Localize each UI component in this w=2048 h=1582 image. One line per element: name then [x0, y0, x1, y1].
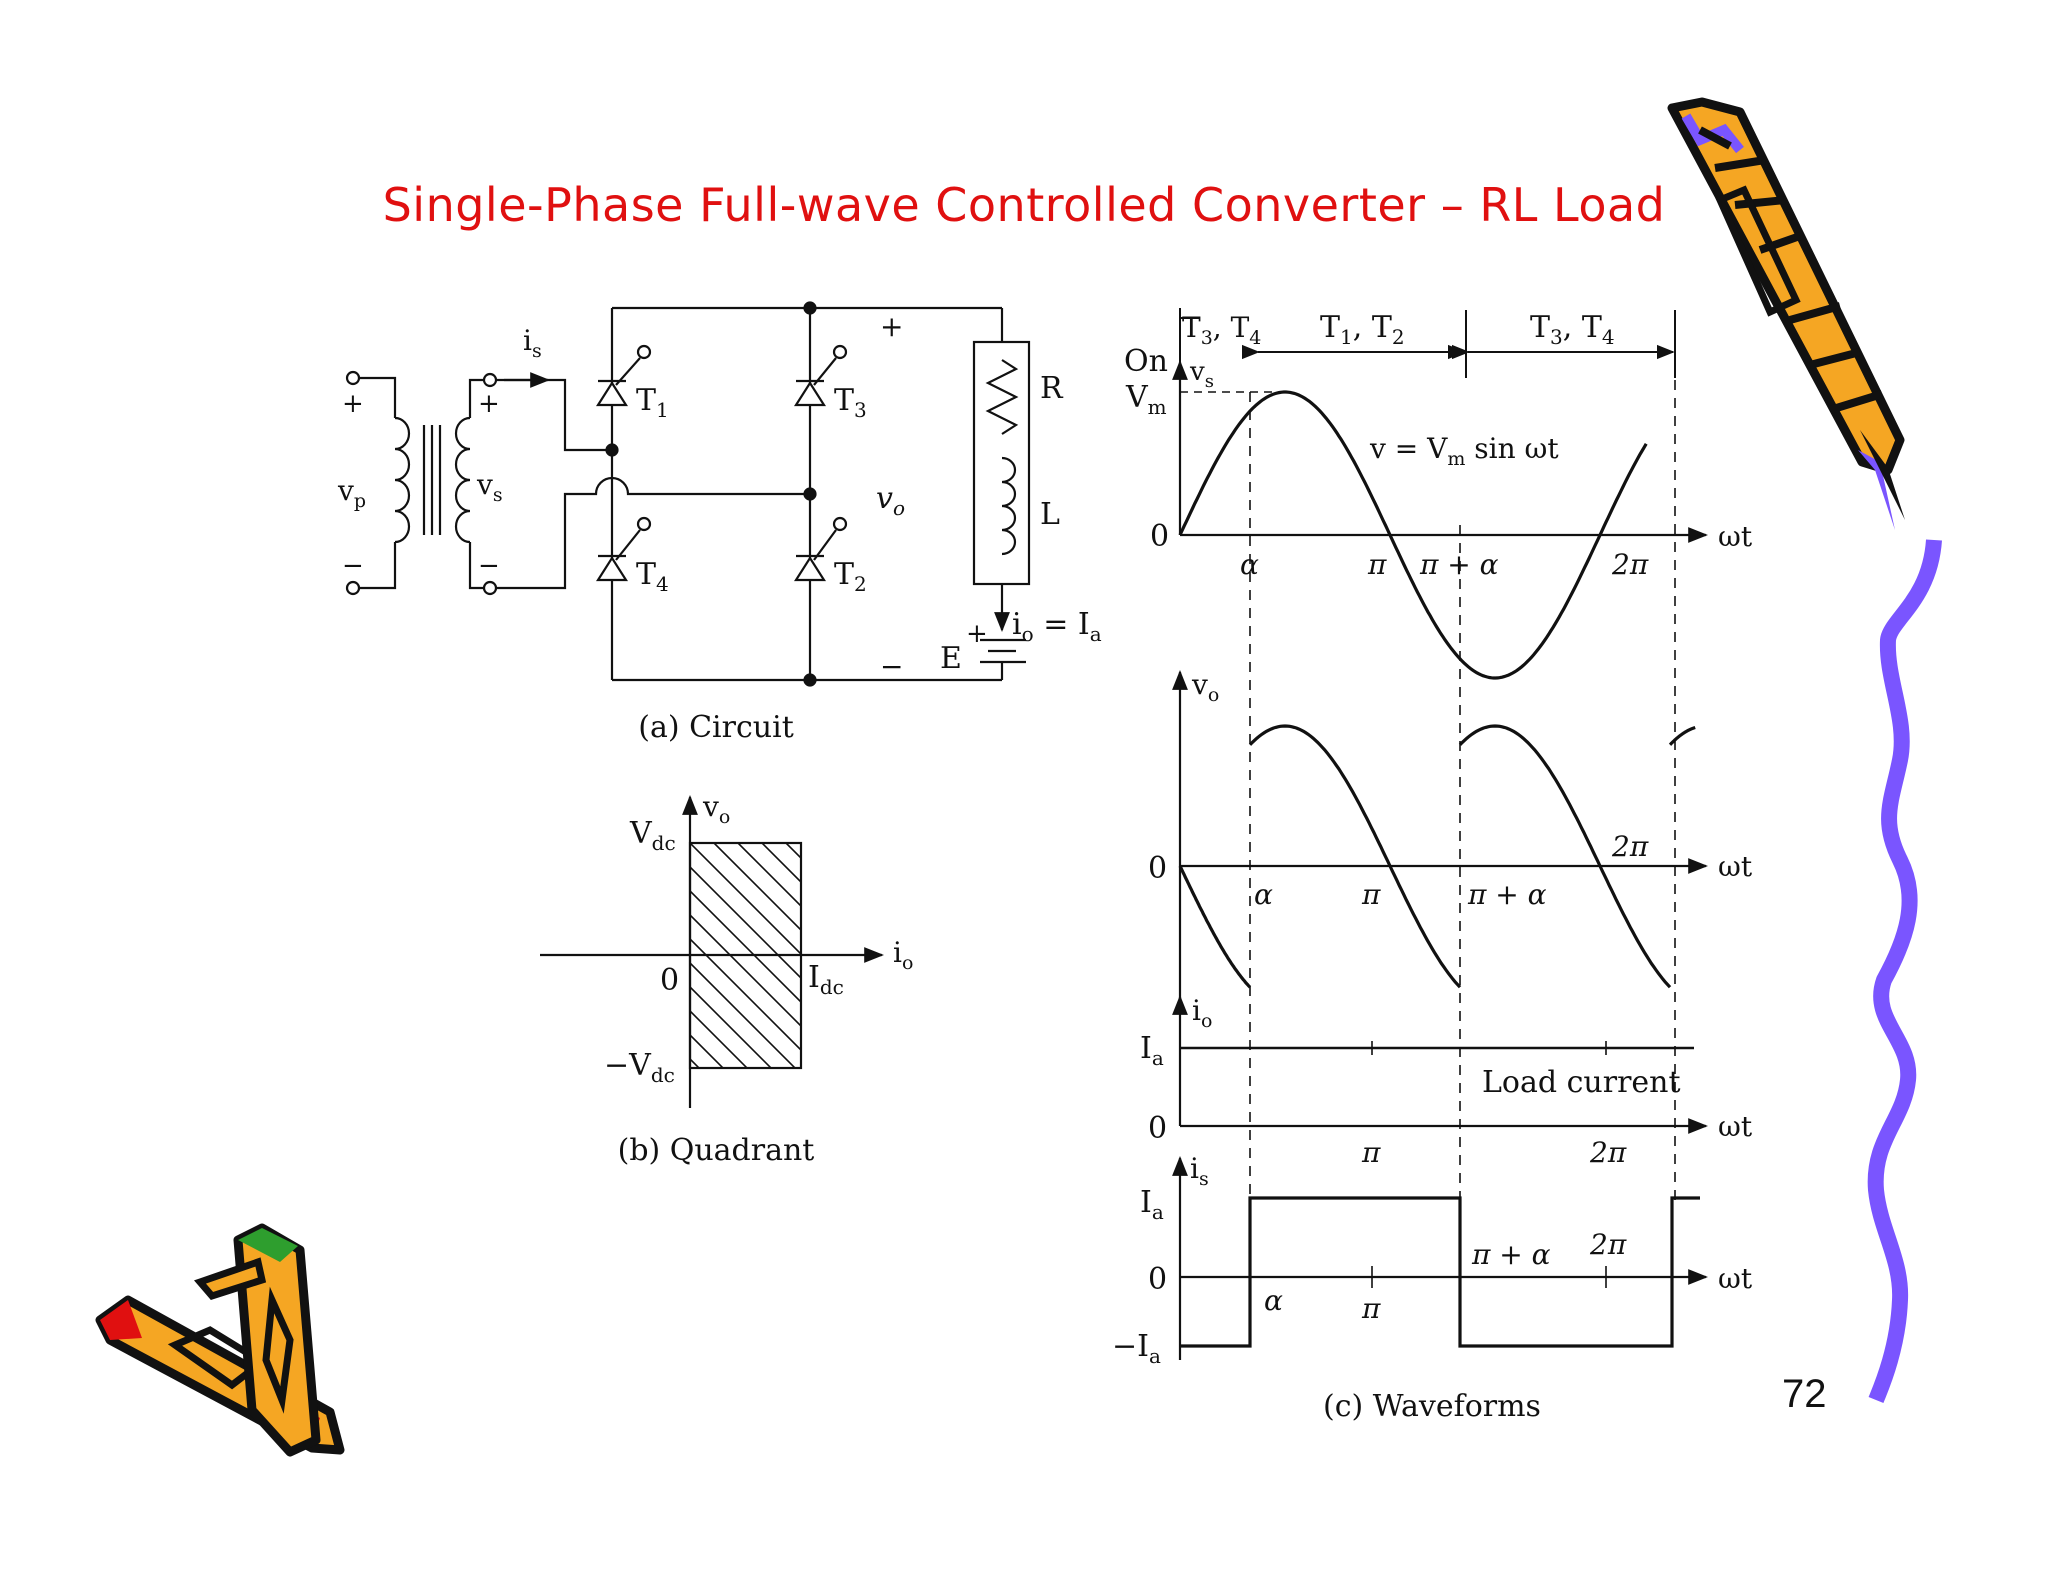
vo-output-curve [1178, 724, 1696, 989]
svg-text:L: L [1040, 497, 1060, 532]
svg-text:−Ia: −Ia [1112, 1329, 1161, 1368]
waveforms-caption: (c) Waveforms [1323, 1389, 1541, 1424]
svg-text:π: π [1361, 1292, 1381, 1325]
inductor-l [1001, 456, 1017, 556]
svg-text:+: + [342, 389, 364, 419]
slide-title: Single-Phase Full-wave Controlled Conver… [382, 178, 1666, 232]
svg-text:vs: vs [1189, 357, 1214, 392]
svg-text:R: R [1040, 371, 1064, 406]
load-current-note: Load current [1482, 1065, 1681, 1100]
svg-text:T3, T4: T3, T4 [1182, 311, 1261, 349]
svg-text:2π: 2π [1611, 830, 1649, 863]
thyristor-t3 [793, 344, 848, 407]
svg-text:α: α [1240, 548, 1259, 581]
svg-text:−: − [478, 551, 500, 581]
svg-text:π + α: π + α [1471, 1238, 1551, 1271]
svg-text:Ia: Ia [1140, 1031, 1164, 1070]
vs-sine-curve [1178, 390, 1648, 680]
waveforms-diagram: T3, T4 T1, T2 T3, T4 On vs Vm 0 v = Vm s… [1112, 308, 1753, 1424]
secondary-winding [454, 416, 471, 544]
svg-text:vo: vo [876, 481, 905, 520]
quadrant-caption: (b) Quadrant [618, 1133, 815, 1168]
svg-text:vo: vo [702, 790, 730, 828]
svg-text:io = Ia: io = Ia [1012, 607, 1102, 646]
svg-text:2π: 2π [1589, 1136, 1627, 1169]
svg-text:2π: 2π [1611, 548, 1649, 581]
svg-text:ωt: ωt [1718, 520, 1753, 553]
svg-text:π + α: π + α [1419, 548, 1499, 581]
circuit-diagram [345, 301, 1031, 687]
is-square-wave [1180, 1196, 1700, 1348]
svg-text:−: − [342, 551, 364, 581]
svg-text:0: 0 [1148, 1111, 1167, 1146]
quadrant-diagram: vo io Vdc −Vdc Idc 0 (b) Quadrant [540, 790, 913, 1168]
quadrant-hatch [690, 843, 801, 1068]
svg-text:π: π [1361, 878, 1381, 911]
svg-text:+: + [880, 310, 903, 343]
svg-text:Idc: Idc [808, 960, 844, 999]
svg-text:α: α [1264, 1284, 1283, 1317]
svg-text:0: 0 [1148, 851, 1167, 886]
svg-text:0: 0 [660, 963, 679, 998]
svg-text:+: + [966, 619, 988, 649]
thyristor-t2 [793, 516, 848, 582]
svg-text:α: α [1254, 878, 1273, 911]
svg-text:π: π [1367, 548, 1387, 581]
svg-text:−: − [880, 650, 903, 683]
svg-text:Ia: Ia [1140, 1185, 1164, 1224]
svg-text:π: π [1361, 1136, 1381, 1169]
alpha-guides [1249, 380, 1676, 1200]
svg-text:vs: vs [476, 468, 503, 506]
svg-text:T4: T4 [636, 557, 669, 596]
thyristor-t4 [595, 516, 652, 582]
svg-text:+: + [478, 389, 500, 419]
thyristor-t1 [595, 344, 652, 407]
resistor-r [985, 359, 1019, 435]
svg-text:ωt: ωt [1718, 1110, 1753, 1143]
load-box [972, 340, 1031, 586]
circuit-caption: (a) Circuit [638, 710, 794, 745]
svg-text:T1: T1 [636, 383, 669, 422]
svg-text:2π: 2π [1589, 1228, 1627, 1261]
svg-text:io: io [893, 936, 913, 974]
svg-text:T3, T4: T3, T4 [1530, 310, 1615, 349]
svg-text:E: E [940, 641, 962, 676]
circuit-labels: + − vp + − vs is T1 T3 T4 T2 + − vo R L … [337, 310, 1102, 745]
svg-text:0: 0 [1148, 1262, 1167, 1297]
svg-text:π + α: π + α [1467, 878, 1547, 911]
svg-text:0: 0 [1150, 519, 1169, 554]
conduction-intervals [1179, 308, 1676, 378]
svg-text:T3: T3 [834, 383, 867, 422]
waveform-is-panel: is Ia −Ia 0 α π π + α 2π ωt [1112, 1152, 1753, 1368]
svg-text:v = Vm sin ωt: v = Vm sin ωt [1369, 432, 1559, 470]
waveform-vo-panel: vo 0 α π π + α 2π ωt [1148, 668, 1753, 1005]
svg-text:Vdc: Vdc [629, 816, 676, 855]
waveform-vs-panel: vs Vm 0 v = Vm sin ωt α π π + α 2π ωt [1125, 357, 1753, 680]
crayons-clipart-icon [95, 1223, 345, 1457]
primary-winding [394, 416, 411, 544]
svg-text:Vm: Vm [1125, 380, 1167, 419]
svg-text:vp: vp [337, 474, 366, 512]
waveform-io-panel: io Ia 0 Load current π 2π ωt [1140, 994, 1753, 1169]
svg-text:is: is [523, 324, 542, 362]
svg-text:io: io [1192, 994, 1212, 1032]
crayon-clipart-icon [1667, 97, 1905, 530]
svg-text:−Vdc: −Vdc [604, 1048, 675, 1087]
svg-text:T1, T2: T1, T2 [1320, 310, 1405, 349]
svg-text:is: is [1190, 1152, 1209, 1190]
svg-text:ωt: ωt [1718, 850, 1753, 883]
page-number: 72 [1782, 1372, 1827, 1416]
svg-text:ωt: ωt [1718, 1262, 1753, 1295]
squiggle-decoration [1867, 539, 1942, 1404]
svg-text:vo: vo [1191, 668, 1219, 706]
svg-text:T2: T2 [834, 557, 867, 596]
on-label: On [1124, 344, 1168, 379]
